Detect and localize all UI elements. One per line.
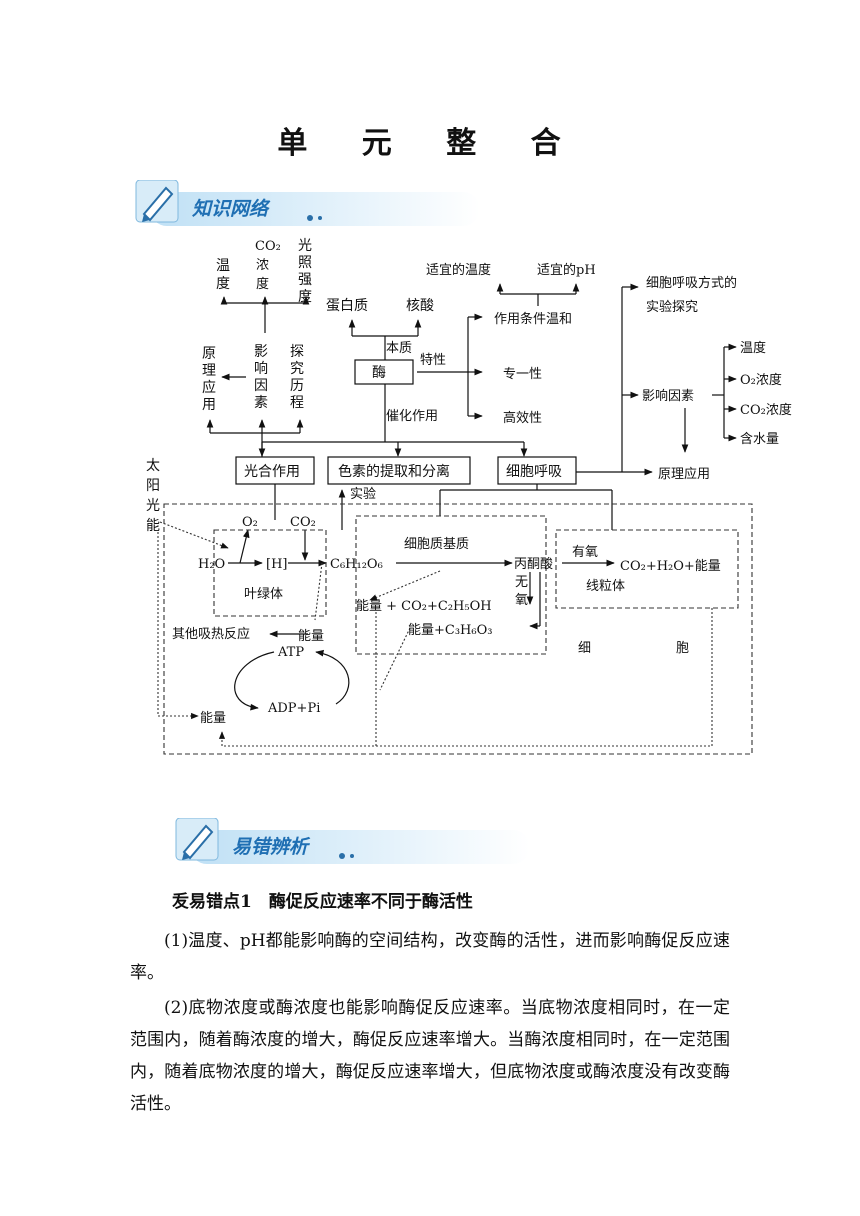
knowledge-network-banner: 知识网络: [130, 180, 480, 226]
respiration-methods-label: 细胞呼吸方式的: [646, 275, 737, 291]
lactic-fermentation-label: 能量+C₃H₆O₃: [408, 623, 492, 638]
enzyme-box: [354, 359, 414, 385]
nadph-label: [H]: [266, 557, 287, 572]
pyruvate-label: 丙酮酸: [514, 557, 553, 572]
respiration-factors-label: 影响因素: [642, 388, 694, 404]
atp-label: ATP: [277, 645, 304, 660]
light-intensity-label: 光照强度: [298, 238, 312, 305]
cell-region: [163, 503, 753, 755]
respiration-label: 细胞呼吸: [506, 464, 562, 480]
high-efficiency-label: 高效性: [503, 410, 542, 426]
error-point-heading: 叐易错点1 酶促反应速率不同于酶活性: [172, 892, 473, 912]
error-analysis-label: 易错辨析: [232, 836, 309, 858]
resp-o2-label: O₂浓度: [740, 372, 782, 388]
aerobic-label: 有氧: [572, 545, 598, 560]
principle-application-label: 原理应用: [202, 346, 216, 413]
respiration-methods-label-2: 实验探究: [646, 299, 698, 315]
adp-label: ADP+Pi: [267, 701, 320, 716]
suitable-ph-label: 适宜的pH: [537, 262, 596, 278]
influence-factors-label: 影响因素: [254, 344, 268, 411]
resp-water-label: 含水量: [740, 431, 779, 447]
pigment-box: [327, 456, 471, 485]
mild-conditions-label: 作用条件温和: [494, 311, 572, 327]
exploration-history-label: 探究历程: [290, 344, 304, 411]
photosynthesis-box: [235, 456, 315, 485]
cytoplasm-region: [355, 515, 547, 655]
water-label: H₂O: [198, 557, 225, 572]
nucleic-acid-label: 核酸: [406, 298, 434, 314]
energy-bottom-label: 能量: [200, 711, 226, 726]
resp-co2-label: CO₂浓度: [740, 402, 792, 418]
essence-label: 本质: [386, 341, 412, 356]
glucose-label: C₆H₁₂O₆: [330, 557, 383, 572]
knowledge-network-label: 知识网络: [192, 198, 269, 220]
catalysis-label: 催化作用: [386, 409, 438, 424]
chloroplast-region: [213, 529, 327, 617]
alcohol-fermentation-label: 能量 + CO₂+C₂H₅OH: [356, 599, 492, 614]
pencil-icon: [135, 180, 480, 226]
cell-label-2: 胞: [676, 641, 689, 656]
solar-energy-label: 太阳光能: [146, 458, 160, 534]
mitochondria-region: [555, 529, 739, 609]
aerobic-products-label: CO₂+H₂O+能量: [620, 559, 721, 574]
other-endothermic-label: 其他吸热反应: [172, 626, 250, 642]
error-analysis-banner: 易错辨析: [170, 818, 530, 864]
co2-label: CO₂: [290, 515, 316, 530]
paragraph-2: (2)底物浓度或酶浓度也能影响酶促反应速率。当底物浓度相同时，在一定范围内，随着…: [130, 998, 730, 1114]
resp-application-label: 原理应用: [658, 466, 710, 482]
temperature-label: 温度: [216, 258, 230, 292]
property-label: 特性: [420, 353, 446, 368]
anaerobic-label: 无氧: [515, 575, 528, 608]
page-title: 单 元 整 合: [277, 126, 583, 161]
suitable-temp-label: 适宜的温度: [426, 262, 491, 278]
protein-label: 蛋白质: [326, 298, 368, 314]
specificity-label: 专一性: [503, 367, 542, 382]
pencil-icon: [175, 818, 530, 864]
enzyme-label: 酶: [372, 365, 386, 381]
o2-label: O₂: [242, 515, 258, 530]
energy-top-label: 能量: [298, 629, 324, 644]
mitochondria-label: 线粒体: [586, 579, 625, 594]
respiration-box: [497, 456, 577, 485]
chloroplast-label: 叶绿体: [244, 587, 283, 602]
resp-temp-label: 温度: [740, 340, 766, 356]
pigment-label: 色素的提取和分离: [338, 463, 450, 480]
cell-label-1: 细: [578, 641, 591, 656]
photosynthesis-label: 光合作用: [244, 464, 300, 480]
cytoplasm-label: 细胞质基质: [404, 537, 469, 552]
paragraph-1: (1)温度、pH都能影响酶的空间结构，改变酶的活性，进而影响酶促反应速率。: [130, 931, 730, 983]
experiment-label: 实验: [350, 486, 376, 502]
